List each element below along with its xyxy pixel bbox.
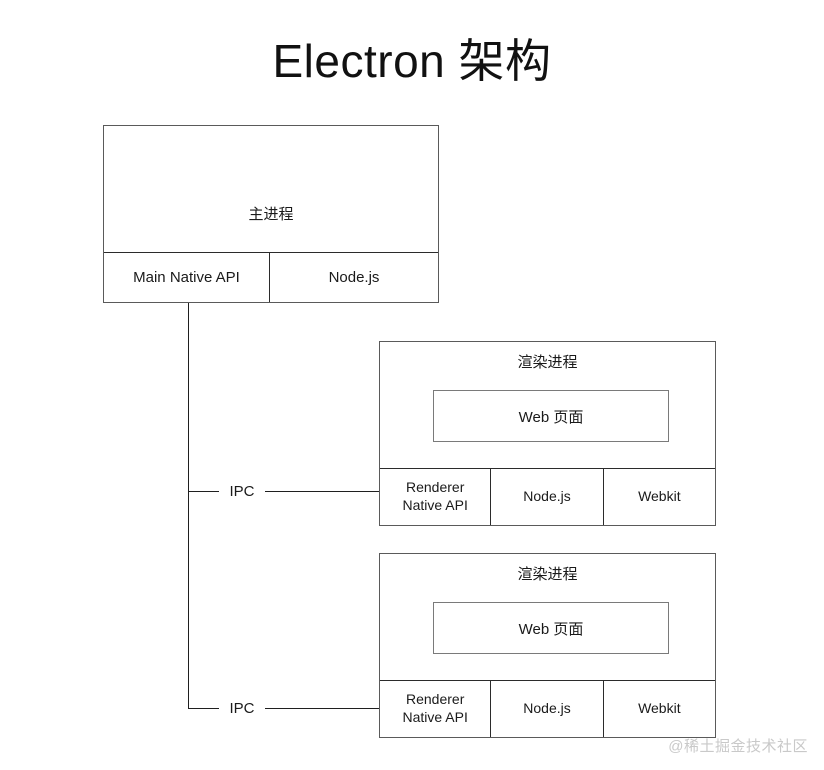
ipc-label-1: IPC (219, 483, 265, 500)
page-title: Electron 架构 (272, 35, 552, 87)
main-process-divider (104, 252, 438, 253)
web-page-box-1: Web 页面 (433, 390, 669, 442)
main-nodejs-cell: Node.js (328, 268, 380, 286)
renderer-process-label-2: 渲染进程 (517, 566, 578, 583)
ipc-connector-1-right (265, 491, 379, 492)
web-page-box-2: Web 页面 (433, 602, 669, 654)
renderer-process-label-1: 渲染进程 (517, 354, 578, 371)
renderer-webkit-cell-2: Webkit (638, 699, 681, 716)
renderer-nodejs-cell-1: Node.js (491, 468, 604, 525)
main-process-box: 主进程 Main Native API Node.js (103, 125, 439, 303)
main-process-label: 主进程 (248, 206, 294, 223)
ipc-connector-2-left (188, 708, 222, 709)
ipc-connector-2-right (265, 708, 379, 709)
renderer-nodejs-cell-2: Node.js (491, 680, 604, 737)
ipc-connector-1-left (188, 491, 222, 492)
watermark: @稀土掘金技术社区 (668, 738, 808, 755)
renderer-divider-2 (380, 680, 715, 681)
renderer-divider-1 (380, 468, 715, 469)
ipc-label-2: IPC (219, 700, 265, 717)
main-native-api-cell: Main Native API (104, 252, 270, 302)
main-process-trunk-line (188, 303, 189, 709)
renderer-webkit-cell-1: Webkit (638, 487, 681, 504)
